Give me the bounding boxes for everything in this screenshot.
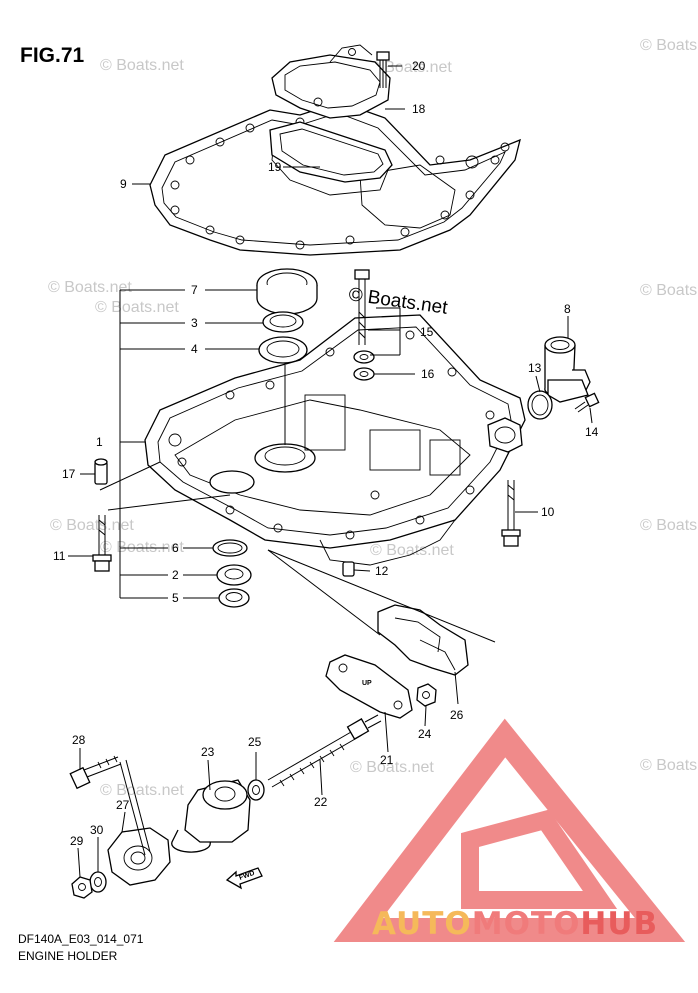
fwd-arrow-icon: FWD bbox=[225, 867, 263, 890]
water-fitting-8 bbox=[544, 336, 591, 403]
oil-seal-7 bbox=[256, 268, 318, 315]
watermark: © Boats.net bbox=[640, 757, 698, 774]
oil-seal-4 bbox=[258, 336, 308, 364]
watermark: © Boats.net bbox=[368, 59, 452, 76]
watermark: © Boats.net bbox=[370, 542, 454, 559]
bolt-20 bbox=[376, 51, 390, 88]
bolt-14 bbox=[574, 392, 600, 413]
watermark: © Boats.net bbox=[100, 782, 184, 799]
leader-lines bbox=[68, 65, 593, 878]
callout-30: 30 bbox=[90, 823, 104, 837]
watermark: © Boats.net bbox=[48, 279, 132, 296]
washer-25 bbox=[247, 779, 265, 801]
callout-26: 26 bbox=[450, 708, 464, 722]
callout-6: 6 bbox=[172, 541, 179, 555]
callout-17: 17 bbox=[62, 467, 76, 481]
callout-7: 7 bbox=[191, 283, 198, 297]
brand-auto: AUTO bbox=[372, 906, 472, 942]
callout-22: 22 bbox=[314, 795, 328, 809]
bearing-2 bbox=[216, 564, 252, 586]
bolt-11 bbox=[92, 515, 112, 572]
watermark: © Boats.net bbox=[640, 517, 698, 534]
figure-code: DF140A_E03_014_071 bbox=[18, 932, 144, 946]
bolt-10 bbox=[501, 480, 521, 547]
callout-2: 2 bbox=[172, 568, 179, 582]
o-ring-13 bbox=[527, 390, 553, 420]
watermark: © Boats.net bbox=[100, 57, 184, 74]
watermark: © Boats.net bbox=[640, 37, 698, 54]
callout-24: 24 bbox=[418, 727, 432, 741]
watermark-layer: © Boats.net © Boats.net © Boats.net © Bo… bbox=[48, 37, 698, 799]
watermark: © Boats.net bbox=[350, 759, 434, 776]
callout-14: 14 bbox=[585, 425, 599, 439]
cover-18 bbox=[271, 44, 391, 119]
callout-28: 28 bbox=[72, 733, 86, 747]
circlip-6 bbox=[212, 539, 248, 557]
svg-text:AUTOMOTOHUB: AUTOMOTOHUB bbox=[372, 906, 658, 942]
callout-5: 5 bbox=[172, 591, 179, 605]
callout-12: 12 bbox=[375, 564, 389, 578]
callout-8: 8 bbox=[564, 302, 571, 316]
callout-numbers: 20 18 19 9 7 3 4 1 6 2 5 15 16 8 13 14 1… bbox=[53, 59, 599, 848]
up-mark: UP bbox=[362, 680, 372, 687]
dowel-pin-12 bbox=[342, 561, 355, 577]
callout-20: 20 bbox=[412, 59, 426, 73]
washer-16a bbox=[353, 350, 375, 364]
callout-15: 15 bbox=[420, 325, 434, 339]
triangle-logo-icon bbox=[333, 718, 686, 942]
overlay-watermark: © Boats.net bbox=[347, 284, 449, 319]
callout-4: 4 bbox=[191, 342, 198, 356]
callout-9: 9 bbox=[120, 177, 127, 191]
callout-1: 1 bbox=[96, 435, 103, 449]
mount-bracket-26 bbox=[377, 604, 469, 676]
callout-10: 10 bbox=[541, 505, 555, 519]
triangle-logo-inner bbox=[461, 809, 618, 909]
watermark: © Boats.net bbox=[95, 299, 179, 316]
nut-24 bbox=[416, 683, 437, 707]
engine-holder-1 bbox=[144, 314, 526, 566]
brand-logo: AUTOMOTOHUB bbox=[333, 718, 686, 942]
bolt-28 bbox=[69, 755, 122, 790]
callout-11: 11 bbox=[53, 549, 66, 563]
callout-19: 19 bbox=[268, 160, 282, 174]
nut-29 bbox=[71, 876, 93, 899]
callout-23: 23 bbox=[201, 745, 215, 759]
mount-rubber-23 bbox=[171, 779, 251, 853]
dowel-pin-17 bbox=[94, 458, 108, 485]
watermark: © Boats.net bbox=[640, 282, 698, 299]
washer-16 bbox=[353, 367, 375, 381]
figure-caption: ENGINE HOLDER bbox=[18, 949, 118, 963]
figure-title: FIG.71 bbox=[20, 44, 85, 67]
stud-bolt-22 bbox=[267, 714, 382, 788]
oil-seal-5 bbox=[218, 588, 250, 608]
bolt-15 bbox=[354, 269, 370, 345]
brand-moto: MOTO bbox=[472, 906, 581, 942]
callout-21: 21 bbox=[380, 753, 394, 767]
callout-16: 16 bbox=[421, 367, 435, 381]
mount-bracket-27 bbox=[107, 827, 171, 886]
callout-29: 29 bbox=[70, 834, 84, 848]
gasket-21: UP bbox=[325, 654, 413, 719]
callout-13: 13 bbox=[528, 361, 542, 375]
callout-3: 3 bbox=[191, 316, 198, 330]
brand-hub: HUB bbox=[580, 906, 658, 942]
o-ring-3 bbox=[262, 311, 304, 333]
callout-25: 25 bbox=[248, 735, 262, 749]
callout-27: 27 bbox=[116, 798, 130, 812]
watermark: © Boats.net bbox=[50, 517, 134, 534]
washer-30 bbox=[89, 871, 107, 893]
callout-18: 18 bbox=[412, 102, 426, 116]
